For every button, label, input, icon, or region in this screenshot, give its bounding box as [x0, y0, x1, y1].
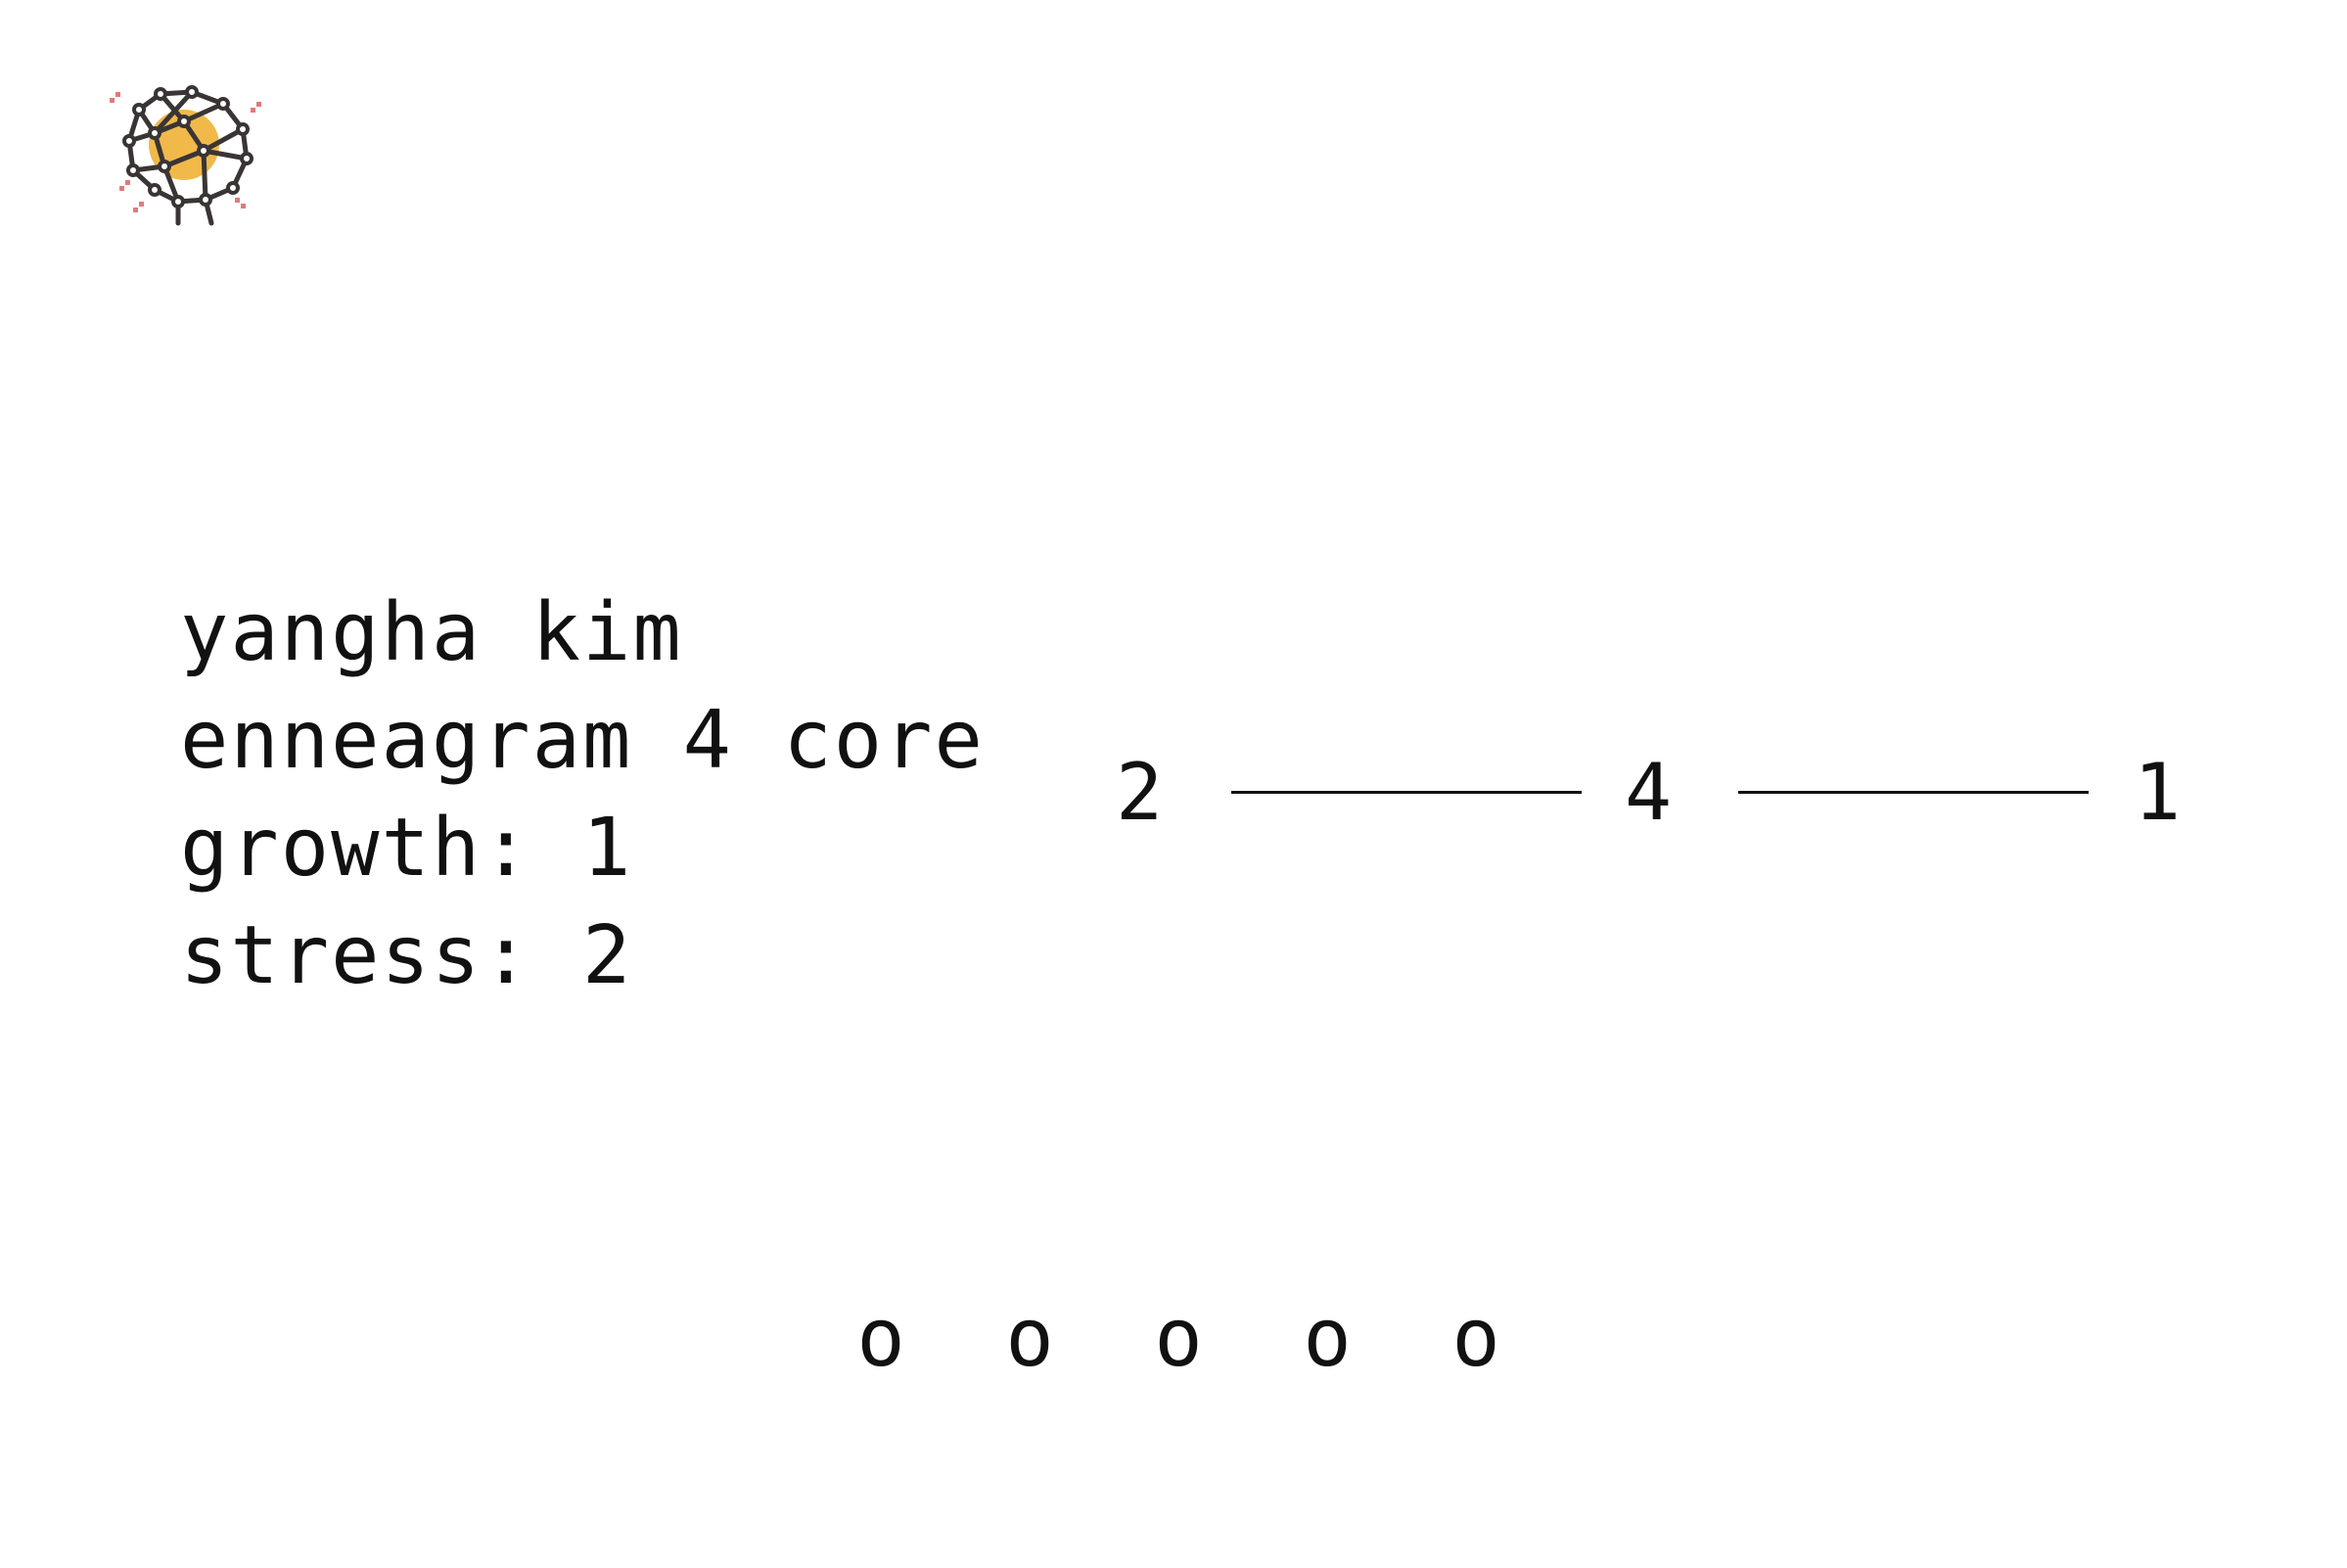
profile-growth: growth: 1: [180, 802, 633, 895]
pager-dot-2[interactable]: o: [1005, 1292, 1054, 1385]
brain-network-logo-icon: [110, 82, 266, 227]
path-line-left: [1231, 791, 1582, 794]
growth-number: 1: [2134, 747, 2182, 838]
pager-dot-5[interactable]: o: [1451, 1292, 1500, 1385]
profile-name: yangha kim: [180, 586, 683, 679]
pager-dot-1[interactable]: o: [856, 1292, 905, 1385]
pager-dot-4[interactable]: o: [1303, 1292, 1352, 1385]
enneagram-path: 2 4 1: [1116, 744, 2192, 842]
core-number: 4: [1625, 747, 1673, 838]
path-line-right: [1738, 791, 2089, 794]
profile-core-type: enneagram 4 core: [180, 694, 985, 787]
profile-info: yangha kim enneagram 4 core growth: 1 st…: [180, 579, 985, 1010]
profile-stress: stress: 2: [180, 909, 633, 1002]
pager-dot-3[interactable]: o: [1154, 1292, 1203, 1385]
stress-number: 2: [1116, 747, 1164, 838]
